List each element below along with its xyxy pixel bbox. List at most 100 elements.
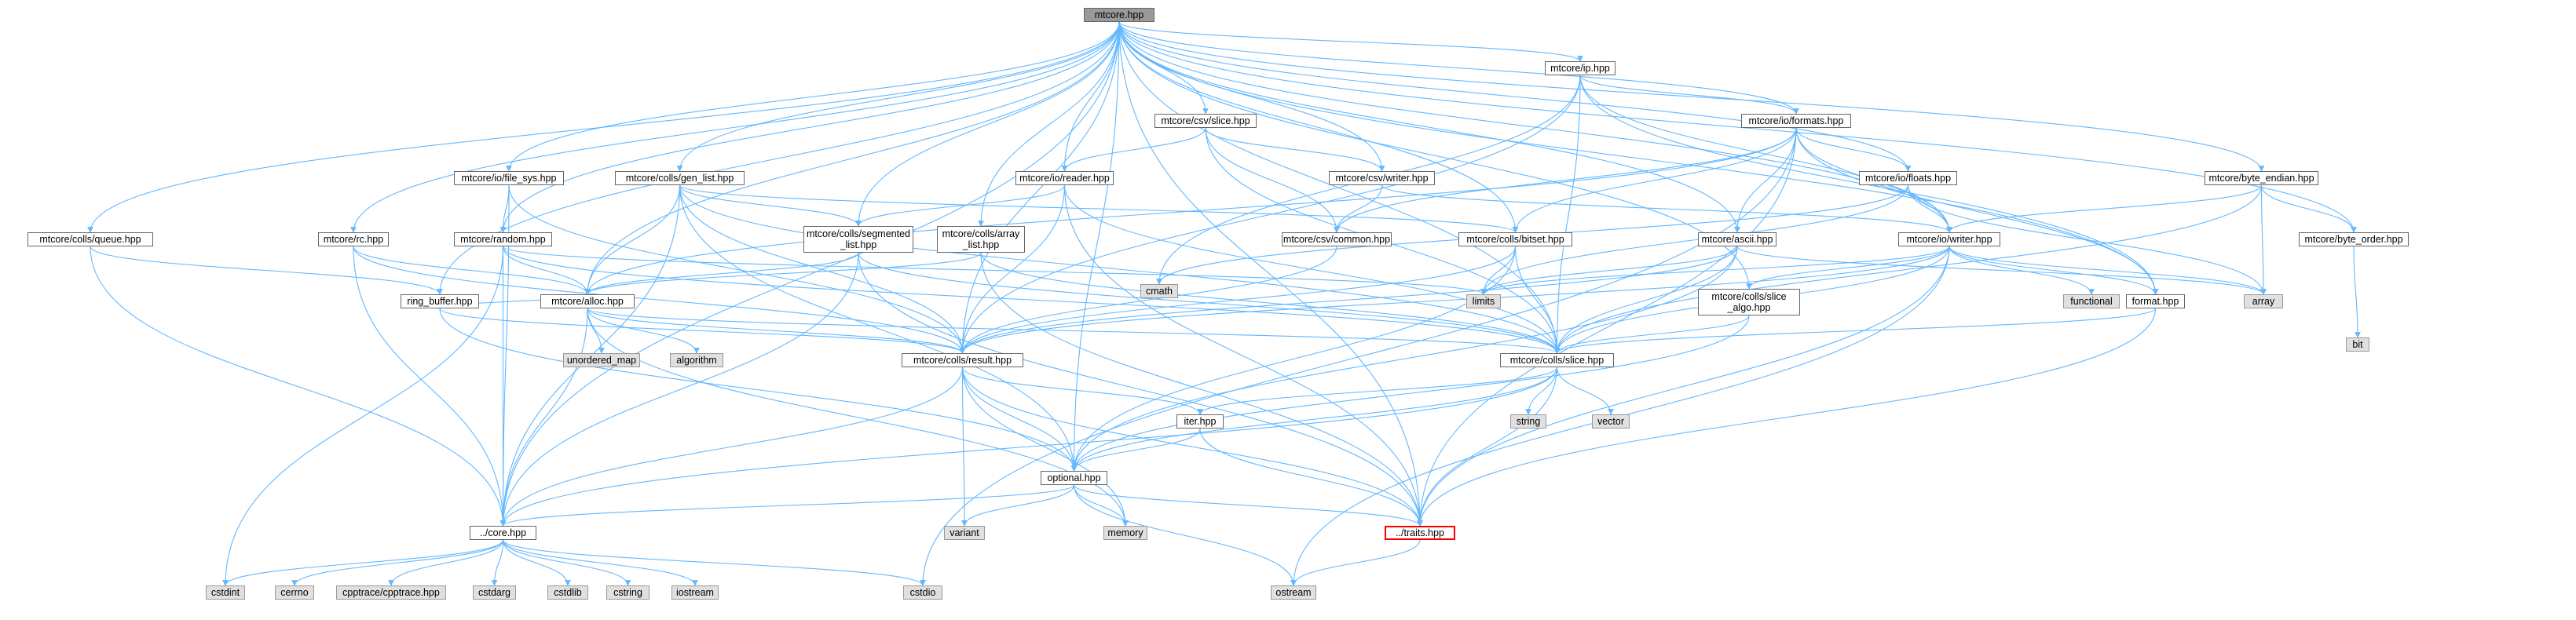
edge-io_file_sys_hpp-to-colls_result_hpp <box>508 184 966 354</box>
edge-ascii_hpp-to-colls_result_hpp <box>959 246 1738 354</box>
node-cerrno: cerrno <box>275 585 314 600</box>
node-colls-bitset-hpp[interactable]: mtcore/colls/bitset.hpp <box>1458 232 1572 246</box>
edge-csv_slice_hpp-to-csv_writer_hpp <box>1205 127 1385 172</box>
node-csv-writer-hpp[interactable]: mtcore/csv/writer.hpp <box>1329 171 1435 185</box>
node-colls-slice-algo-hpp[interactable]: mtcore/colls/slice _algo.hpp <box>1698 289 1800 315</box>
edge-colls_result_hpp-to-optional_hpp <box>961 367 1078 472</box>
edge-io_reader_hpp-to-colls_slice_hpp <box>1063 184 1561 354</box>
edge-optional_hpp-to-variant <box>961 484 1075 527</box>
edge-io_floats_hpp-to-limits <box>1480 184 1909 295</box>
edge-mtcore_hpp-to-colls_queue_hpp <box>87 21 1120 233</box>
node-core-hpp[interactable]: ../core.hpp <box>470 526 536 540</box>
edge-ip_hpp-to-io_formats_hpp <box>1579 75 1799 115</box>
edge-optional_hpp-to-core_hpp <box>499 484 1075 527</box>
edge-colls_result_hpp-to-variant <box>961 367 968 527</box>
edge-mtcore_hpp-to-io_formats_hpp <box>1118 21 1799 115</box>
edge-colls_slice_hpp-to-core_hpp <box>499 367 1558 527</box>
edge-mtcore_hpp-to-io_writer_hpp <box>1118 21 1952 233</box>
edge-csv_common_hpp-to-colls_result_hpp <box>959 246 1337 354</box>
edge-io_writer_hpp-to-functional <box>1948 246 2095 295</box>
edge-colls_segmented_list_hpp-to-core_hpp <box>499 252 859 527</box>
node-io-formats-hpp[interactable]: mtcore/io/formats.hpp <box>1741 114 1851 128</box>
edge-alloc_hpp-to-colls_result_hpp <box>587 308 966 354</box>
edge-io_formats_hpp-to-colls_bitset_hpp <box>1512 127 1797 233</box>
node-limits: limits <box>1466 294 1501 308</box>
node-byte-order-hpp[interactable]: mtcore/byte_order.hpp <box>2299 232 2409 246</box>
node-ostream: ostream <box>1271 585 1316 600</box>
node-bit: bit <box>2346 337 2369 352</box>
node-ring-buffer-hpp[interactable]: ring_buffer.hpp <box>401 294 479 308</box>
edge-colls_queue_hpp-to-core_hpp <box>90 246 507 527</box>
node-iostream: iostream <box>671 585 719 600</box>
node-colls-slice-hpp[interactable]: mtcore/colls/slice.hpp <box>1500 353 1614 367</box>
node-cmath: cmath <box>1140 284 1178 298</box>
node-io-floats-hpp[interactable]: mtcore/io/floats.hpp <box>1859 171 1957 185</box>
node-io-file-sys-hpp[interactable]: mtcore/io/file_sys.hpp <box>454 171 564 185</box>
node-colls-gen-list-hpp[interactable]: mtcore/colls/gen_list.hpp <box>615 171 745 185</box>
node-iter-hpp[interactable]: iter.hpp <box>1176 414 1224 429</box>
edge-random_hpp-to-colls_slice_hpp <box>502 246 1561 354</box>
edge-core_hpp-to-cstdlib <box>502 539 571 586</box>
edge-io_reader_hpp-to-colls_segmented_list_hpp <box>855 184 1066 227</box>
edge-csv_writer_hpp-to-csv_common_hpp <box>1334 184 1383 233</box>
edge-mtcore_hpp-to-io_file_sys_hpp <box>506 21 1120 172</box>
edge-core_hpp-to-cstdarg <box>491 539 504 586</box>
node-unordered-map: unordered_map <box>563 353 640 367</box>
edge-mtcore_hpp-to-ascii_hpp <box>1118 21 1740 233</box>
edge-io_writer_hpp-to-format_hpp <box>1948 246 2159 295</box>
node-random-hpp[interactable]: mtcore/random.hpp <box>454 232 552 246</box>
edge-colls_slice_hpp-to-vector <box>1556 367 1614 415</box>
edge-mtcore_hpp-to-colls_segmented_list_hpp <box>855 21 1120 227</box>
edge-core_hpp-to-cstdint <box>222 539 504 586</box>
edge-csv_writer_hpp-to-io_writer_hpp <box>1381 184 1952 233</box>
node-mtcore-hpp[interactable]: mtcore.hpp <box>1084 8 1154 22</box>
edge-mtcore_hpp-to-random_hpp <box>499 21 1120 233</box>
node-io-reader-hpp[interactable]: mtcore/io/reader.hpp <box>1015 171 1114 185</box>
node-colls-segmented-list-hpp[interactable]: mtcore/colls/segmented _list.hpp <box>803 226 913 253</box>
edge-ascii_hpp-to-limits <box>1480 246 1738 295</box>
edge-csv_slice_hpp-to-csv_common_hpp <box>1205 127 1340 233</box>
node-algorithm: algorithm <box>670 353 723 367</box>
edge-alloc_hpp-to-core_hpp <box>499 308 588 527</box>
node-colls-result-hpp[interactable]: mtcore/colls/result.hpp <box>902 353 1023 367</box>
edge-colls_bitset_hpp-to-colls_result_hpp <box>959 246 1517 354</box>
node-io-writer-hpp[interactable]: mtcore/io/writer.hpp <box>1898 232 2000 246</box>
edge-colls_gen_list_hpp-to-colls_bitset_hpp <box>679 184 1519 233</box>
node-colls-queue-hpp[interactable]: mtcore/colls/queue.hpp <box>27 232 153 246</box>
node-traits-hpp[interactable]: ../traits.hpp <box>1385 526 1455 540</box>
node-colls-array-list-hpp[interactable]: mtcore/colls/array _list.hpp <box>937 226 1025 253</box>
edge-colls_slice_hpp-to-optional_hpp <box>1070 367 1558 472</box>
node-csv-slice-hpp[interactable]: mtcore/csv/slice.hpp <box>1154 114 1257 128</box>
edge-rc_hpp-to-colls_result_hpp <box>353 246 966 354</box>
node-rc-hpp[interactable]: mtcore/rc.hpp <box>318 232 389 246</box>
edge-ascii_hpp-to-array <box>1736 246 2267 295</box>
edge-colls_slice_hpp-to-iter_hpp <box>1197 367 1558 415</box>
node-format-hpp[interactable]: format.hpp <box>2126 294 2185 308</box>
edge-iter_hpp-to-traits_hpp <box>1199 428 1423 527</box>
node-cpptrace-hpp: cpptrace/cpptrace.hpp <box>336 585 446 600</box>
node-optional-hpp[interactable]: optional.hpp <box>1041 471 1107 485</box>
edge-mtcore_hpp-to-core_hpp <box>499 21 1120 527</box>
edge-byte_order_hpp-to-bit <box>2353 246 2361 338</box>
edge-colls_result_hpp-to-traits_hpp <box>961 367 1423 527</box>
edge-io_floats_hpp-to-io_writer_hpp <box>1907 184 1952 233</box>
edge-colls_gen_list_hpp-to-colls_segmented_list_hpp <box>679 184 862 227</box>
edge-colls_queue_hpp-to-ring_buffer_hpp <box>90 246 443 295</box>
node-alloc-hpp[interactable]: mtcore/alloc.hpp <box>540 294 635 308</box>
edge-colls_gen_list_hpp-to-alloc_hpp <box>584 184 681 295</box>
node-ascii-hpp[interactable]: mtcore/ascii.hpp <box>1698 232 1776 246</box>
edge-mtcore_hpp-to-colls_bitset_hpp <box>1118 21 1519 233</box>
node-csv-common-hpp[interactable]: mtcore/csv/common.hpp <box>1282 232 1392 246</box>
node-cstdio: cstdio <box>903 585 942 600</box>
edge-random_hpp-to-alloc_hpp <box>502 246 591 295</box>
edge-alloc_hpp-to-colls_slice_hpp <box>587 308 1561 354</box>
node-ip-hpp[interactable]: mtcore/ip.hpp <box>1545 61 1615 75</box>
node-cstdint: cstdint <box>206 585 245 600</box>
edge-core_hpp-to-iostream <box>502 539 698 586</box>
edge-colls_gen_list_hpp-to-optional_hpp <box>679 184 1078 472</box>
edge-colls_array_list_hpp-to-traits_hpp <box>980 252 1423 527</box>
edge-byte_endian_hpp-to-array <box>2260 184 2267 295</box>
node-byte-endian-hpp[interactable]: mtcore/byte_endian.hpp <box>2205 171 2318 185</box>
edge-io_writer_hpp-to-array <box>1948 246 2267 295</box>
